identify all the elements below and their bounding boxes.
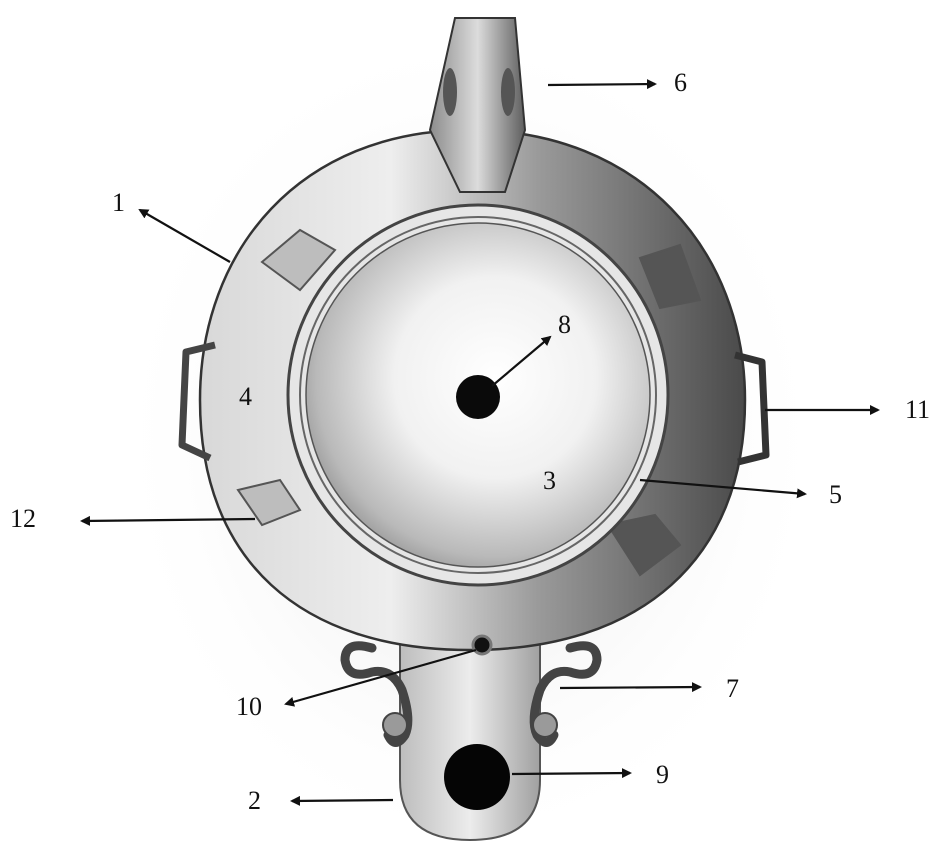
label-4: 4 bbox=[239, 384, 252, 410]
label-7: 7 bbox=[726, 676, 739, 702]
label-2: 2 bbox=[248, 788, 261, 814]
air-hole bbox=[473, 636, 491, 654]
label-8: 8 bbox=[558, 312, 571, 338]
label-3: 3 bbox=[543, 468, 556, 494]
arrow-2 bbox=[292, 800, 393, 801]
arrow-7 bbox=[560, 687, 700, 688]
label-5: 5 bbox=[829, 482, 842, 508]
label-11: 11 bbox=[905, 397, 930, 423]
label-6: 6 bbox=[674, 70, 687, 96]
wick-hole bbox=[444, 744, 510, 810]
label-12: 12 bbox=[10, 506, 36, 532]
filling-hole bbox=[456, 375, 500, 419]
label-10: 10 bbox=[236, 694, 262, 720]
label-9: 9 bbox=[656, 762, 669, 788]
arrow-9 bbox=[512, 773, 630, 774]
label-1: 1 bbox=[112, 190, 125, 216]
arrow-6 bbox=[548, 84, 655, 85]
